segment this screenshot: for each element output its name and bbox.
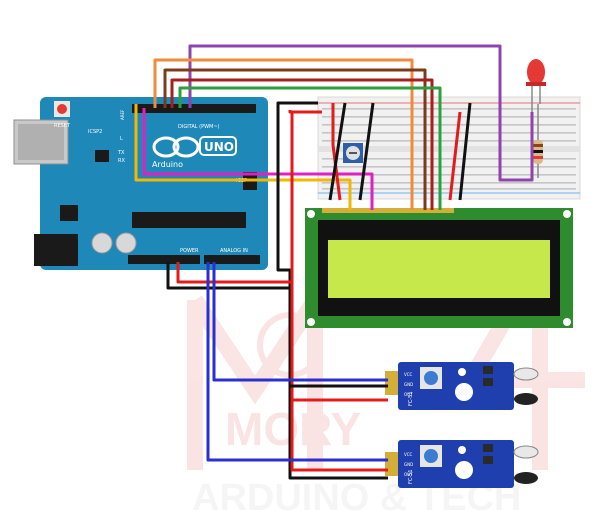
lcd-module <box>305 208 573 328</box>
ir2-board-label: FC-51 <box>408 469 414 484</box>
ir2-pin-out: OUT <box>404 472 413 477</box>
reset-label: RESET <box>54 123 71 129</box>
ir1-pin-out: OUT <box>404 392 413 397</box>
wire-red-down-2 <box>290 400 388 472</box>
breadboard-holes <box>322 108 576 190</box>
wire-black-5v <box>166 262 290 290</box>
ir1-pin-vcc: VCC <box>404 372 413 377</box>
wire-black-down <box>276 108 388 480</box>
analog-label: ANALOG IN <box>220 248 248 254</box>
atmega-chip <box>132 212 246 228</box>
l-label: L <box>120 136 123 142</box>
ir1-pin-gnd: GND <box>404 382 413 387</box>
wire-purple <box>188 44 534 182</box>
ir1-board-label: FC-51 <box>408 391 414 406</box>
lcd-pins <box>322 208 454 213</box>
wire-red-bb2 <box>448 111 462 201</box>
capacitor-2 <box>115 232 137 254</box>
brand-label: Arduino <box>152 160 183 169</box>
wire-red-5v <box>176 262 292 284</box>
ir2-pin-gnd: GND <box>404 462 413 467</box>
ir-sensor-1: FC-51 VCC GND OUT <box>385 362 539 410</box>
capacitor-1 <box>91 232 113 254</box>
tx-label: TX <box>117 150 125 156</box>
icsp2-label: ICSP2 <box>88 129 102 135</box>
wire-yellow <box>134 104 352 210</box>
wire-black-bb3 <box>458 102 472 201</box>
model-label: UNO <box>204 140 234 154</box>
wire-dark-red <box>170 78 434 210</box>
arduino-logo: UNO Arduino <box>152 136 237 169</box>
wire-red-down <box>290 110 388 402</box>
arduino-uno-board: RESET UNO Arduino DIGITAL (PWM~) POWER A… <box>13 97 268 270</box>
wire-black-bb1 <box>328 102 347 201</box>
rx-label: RX <box>118 158 125 164</box>
digital-header <box>132 104 256 113</box>
wire-brown <box>163 68 427 210</box>
wire-red-top <box>288 110 322 114</box>
wire-blue-2 <box>206 262 388 462</box>
wire-orange <box>153 58 414 210</box>
wire-black-bb2 <box>358 102 375 201</box>
red-led <box>526 59 546 112</box>
wire-red-bb <box>331 103 342 201</box>
ir-sensor-2: FC-51 VCC GND OUT <box>385 440 539 488</box>
wire-black-top <box>276 101 318 108</box>
digital-label: DIGITAL (PWM~) <box>178 124 220 130</box>
wire-magenta <box>142 108 374 210</box>
dc-power-jack <box>34 234 78 266</box>
ir2-pin-vcc: VCC <box>404 452 413 457</box>
aref-label: AREF <box>120 109 125 120</box>
wires <box>134 44 534 480</box>
analog-header <box>204 255 260 264</box>
wire-green <box>178 86 442 210</box>
power-header <box>128 255 200 264</box>
lcd-screen <box>328 240 550 298</box>
power-label: POWER <box>180 248 199 254</box>
wire-blue-1 <box>212 262 388 382</box>
potentiometer <box>343 143 363 163</box>
resistor <box>533 104 543 178</box>
